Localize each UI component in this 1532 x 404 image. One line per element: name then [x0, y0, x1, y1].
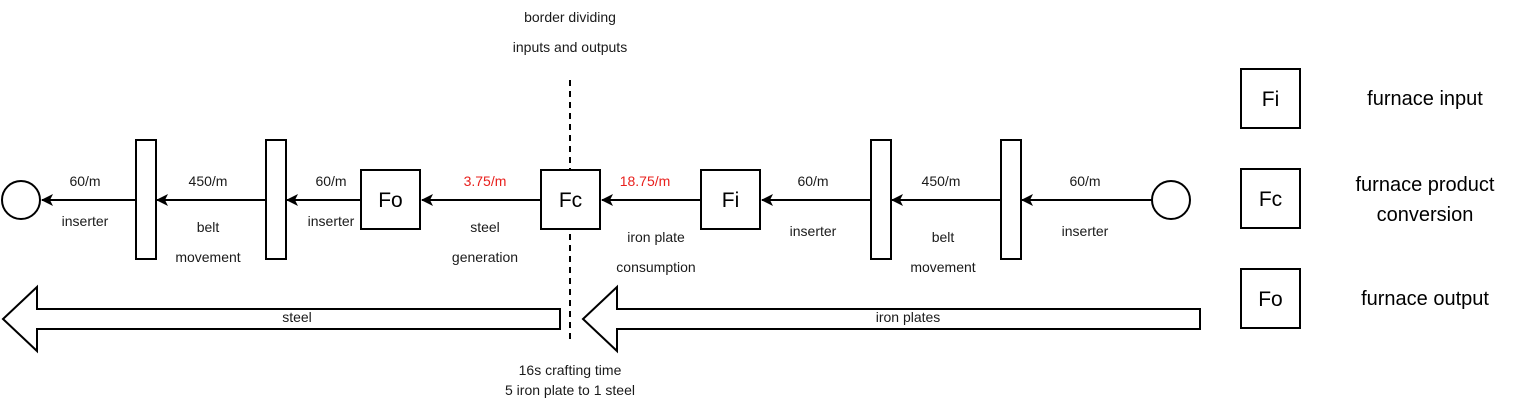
sink-inserter-rate: 60/m: [69, 173, 100, 189]
iron-plates-flow-label: iron plates: [876, 309, 941, 325]
iron-rate: 18.75/m: [620, 173, 671, 189]
fi-node: Fi: [700, 169, 761, 230]
fo-node-label: Fo: [378, 189, 403, 212]
legend-item-fi: Fi furnace input: [1240, 68, 1483, 129]
left-belt-bar-inner: [265, 139, 287, 260]
legend-desc-fo: furnace output: [1361, 288, 1489, 310]
fi-inserter-label: inserter: [790, 223, 837, 239]
iron-plates-flow-arrow: [581, 284, 1201, 354]
legend-item-fc: Fc furnace product conversion: [1240, 168, 1495, 229]
steel-rate: 3.75/m: [464, 173, 507, 189]
steel-label-line1: steel: [470, 219, 500, 235]
left-belt-rate: 450/m: [189, 173, 228, 189]
fi-inserter-rate: 60/m: [797, 173, 828, 189]
legend-desc-fc-line2: conversion: [1377, 204, 1474, 226]
right-belt-rate: 450/m: [922, 173, 961, 189]
right-belt-label-line1: belt: [932, 229, 955, 245]
legend-item-fo: Fo furnace output: [1240, 268, 1489, 329]
legend-code-fo: Fo: [1258, 288, 1283, 311]
border-label-line1: border dividing: [524, 9, 616, 25]
right-belt-label-line2: movement: [910, 259, 975, 275]
iron-label-line1: iron plate: [627, 229, 685, 245]
crafting-ratio-note: 5 iron plate to 1 steel: [505, 382, 635, 398]
legend-desc-fc-line1: furnace product: [1356, 174, 1495, 196]
legend-desc-fi: furnace input: [1367, 88, 1483, 110]
source-inserter-rate: 60/m: [1069, 173, 1100, 189]
fo-inserter-rate: 60/m: [315, 173, 346, 189]
legend: Fi furnace input Fc furnace product conv…: [1240, 68, 1495, 329]
border-label-line2: inputs and outputs: [513, 39, 627, 55]
legend-code-fc: Fc: [1259, 188, 1282, 211]
steel-flow-label: steel: [282, 309, 312, 325]
fi-node-label: Fi: [722, 189, 740, 212]
source-inserter-label: inserter: [1062, 223, 1109, 239]
fo-inserter-label: inserter: [308, 213, 355, 229]
crafting-time-note: 16s crafting time: [519, 362, 622, 378]
source-node: [1151, 180, 1191, 220]
left-belt-bar-outer: [135, 139, 157, 260]
right-belt-bar-inner: [870, 139, 892, 260]
legend-code-fi: Fi: [1262, 88, 1280, 111]
iron-label-line2: consumption: [616, 259, 695, 275]
fc-node: Fc: [540, 169, 601, 230]
sink-inserter-label: inserter: [62, 213, 109, 229]
steel-label-line2: generation: [452, 249, 518, 265]
fc-node-label: Fc: [559, 189, 582, 212]
left-belt-label-line1: belt: [197, 219, 220, 235]
fo-node: Fo: [360, 169, 421, 230]
steel-flow-arrow: [1, 284, 561, 354]
right-belt-bar-outer: [1000, 139, 1022, 260]
left-belt-label-line2: movement: [175, 249, 240, 265]
sink-node: [1, 180, 41, 220]
